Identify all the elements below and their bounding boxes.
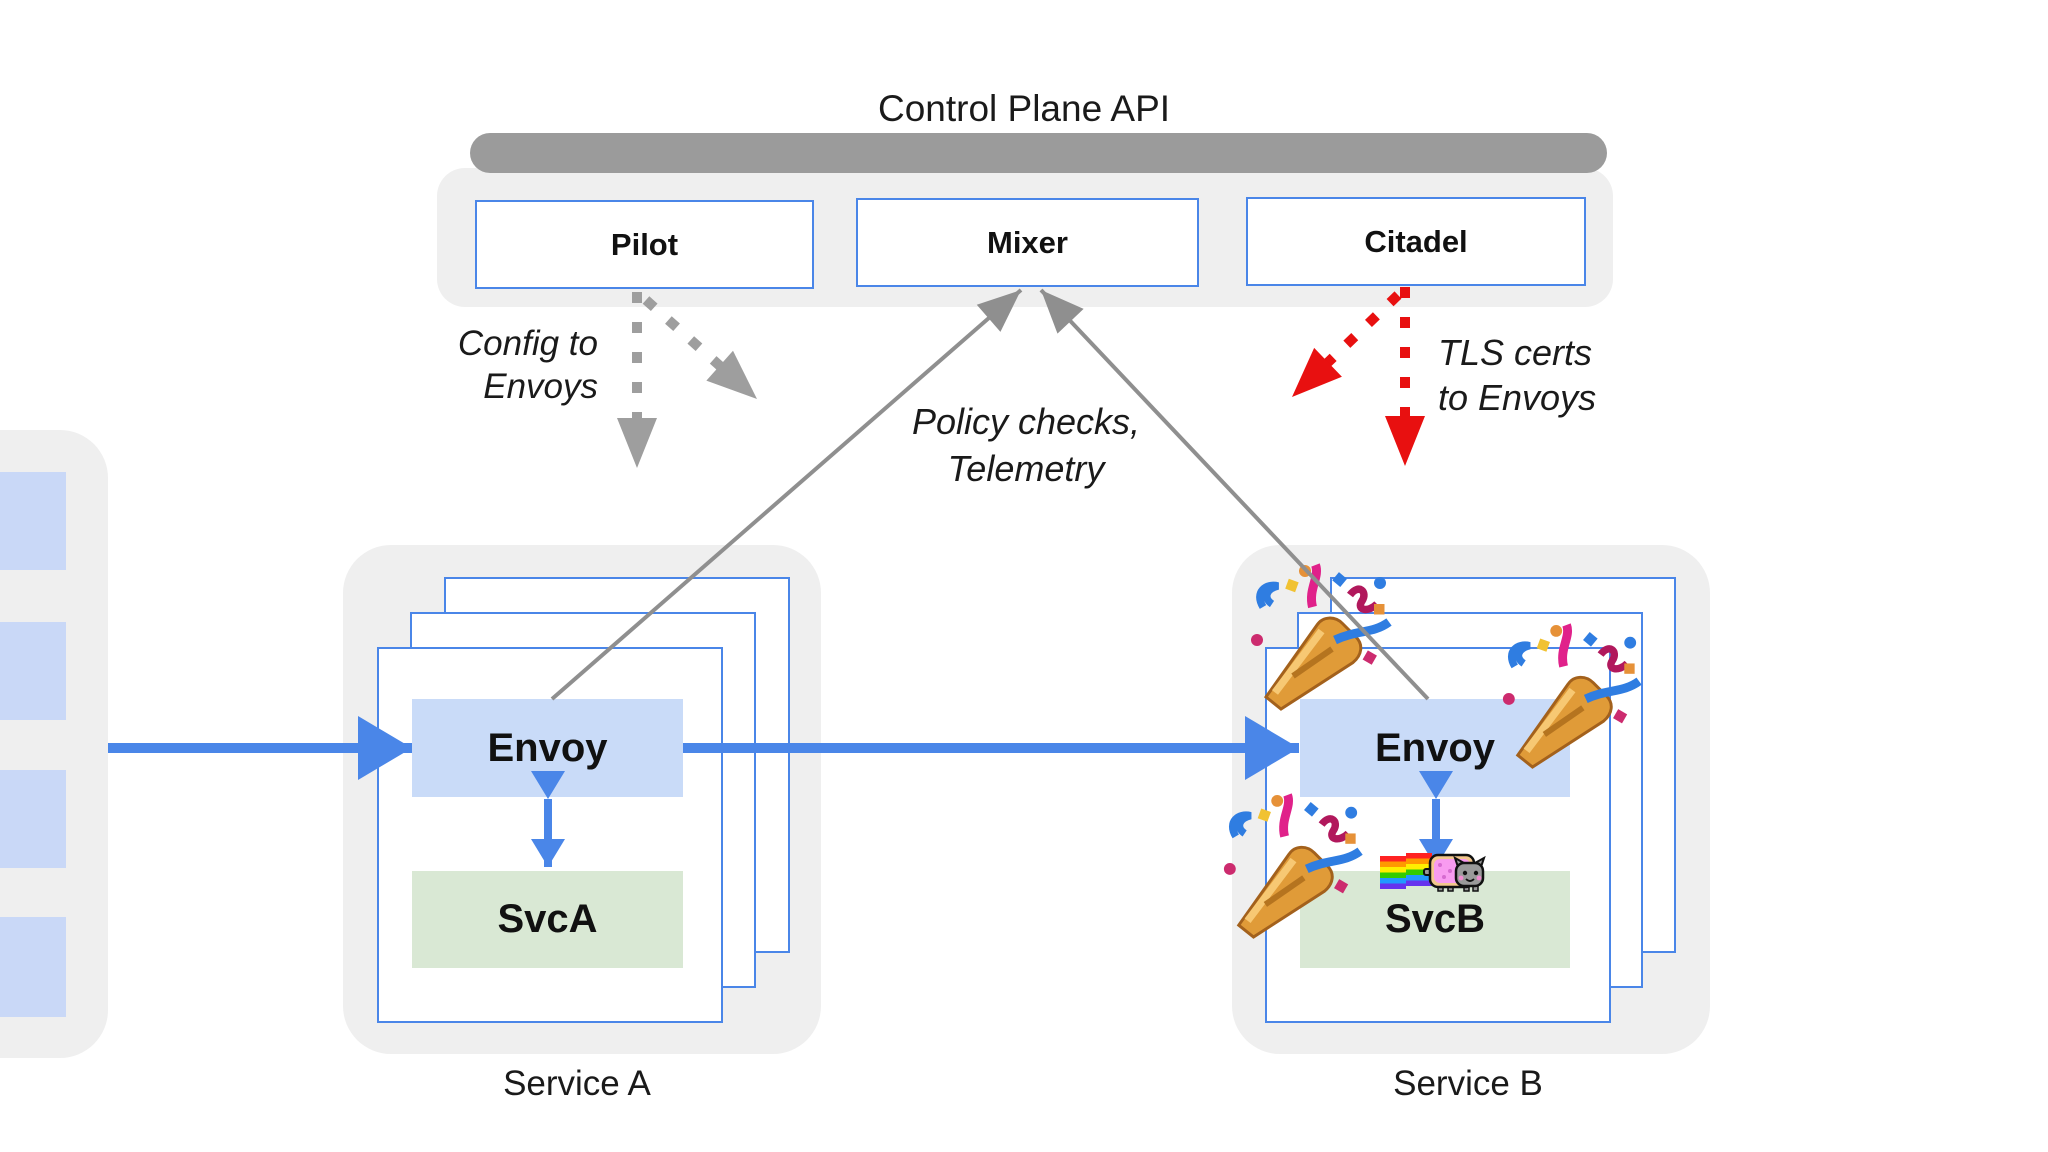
pilot-box: Pilot (475, 200, 814, 289)
tls-line1: TLS certs (1438, 332, 1593, 373)
service-a-envoy-box: Envoy (412, 699, 683, 797)
party-popper-icon (1497, 622, 1645, 770)
tls-line2: to Envoys (1438, 377, 1597, 418)
policy-line2: Telemetry (947, 448, 1105, 489)
left-stack-box (0, 622, 66, 720)
config-arrow-diagonal (642, 296, 761, 403)
service-a-workload-box: SvcA (412, 871, 683, 968)
mixer-box: Mixer (856, 198, 1199, 287)
nyan-cat-icon (1378, 847, 1488, 893)
control-plane-title: Control Plane API (877, 88, 1171, 129)
left-stack-box (0, 917, 66, 1017)
service-b-caption: Service B (1393, 1064, 1543, 1103)
policy-line1: Policy checks, (911, 401, 1141, 442)
config-line1: Config to (457, 324, 598, 363)
tls-certs-label: TLS certs to Envoys (1438, 330, 1668, 420)
left-stack-box (0, 472, 66, 570)
config-to-envoys-label: Config to Envoys (398, 322, 598, 408)
config-line2: Envoys (483, 367, 598, 406)
left-stack-box (0, 770, 66, 868)
party-popper-icon (1218, 792, 1366, 940)
tls-arrow-diagonal (1288, 291, 1402, 401)
policy-telemetry-label: Policy checks, Telemetry (876, 398, 1176, 492)
citadel-box: Citadel (1246, 197, 1586, 286)
service-a-caption: Service A (503, 1064, 651, 1103)
party-popper-icon (1245, 562, 1395, 712)
control-plane-api-bar (470, 133, 1607, 173)
